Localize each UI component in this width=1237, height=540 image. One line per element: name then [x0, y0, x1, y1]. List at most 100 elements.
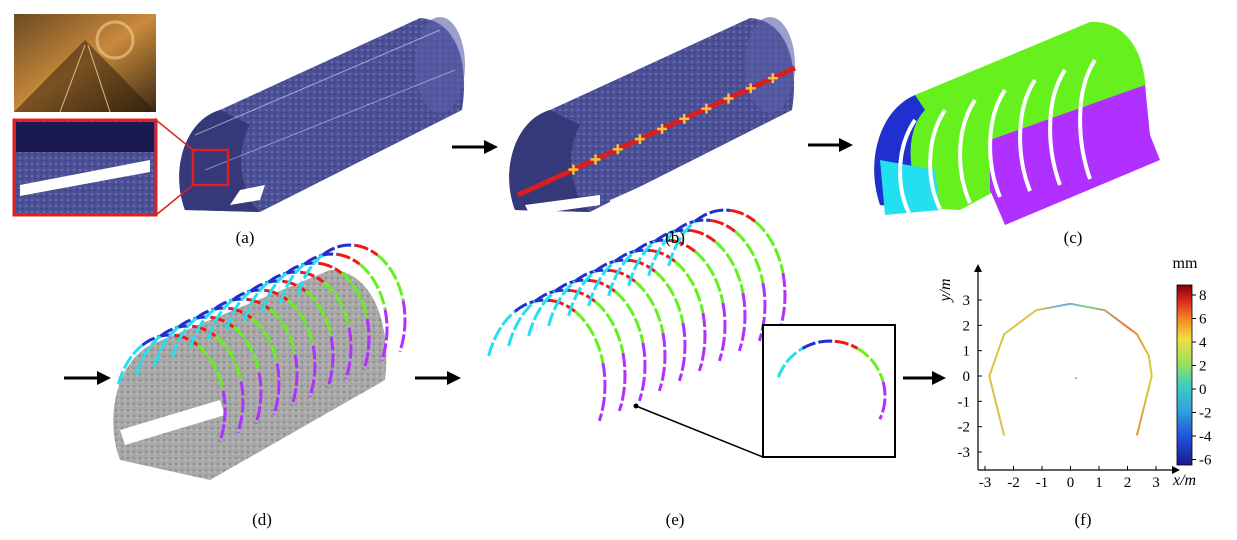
- axis-marker: [568, 164, 579, 175]
- ring-section: [674, 218, 711, 233]
- y-tick-label: -3: [958, 445, 971, 461]
- ring-section: [637, 342, 647, 402]
- inset-ring-arc: [834, 339, 859, 350]
- ring-section: [354, 243, 379, 257]
- ring-section: [336, 252, 361, 266]
- ring-gap: [898, 118, 917, 216]
- ring-section: [693, 250, 725, 304]
- x-tick-label: 3: [1152, 475, 1160, 491]
- ring-section: [554, 278, 591, 293]
- ring-section: [729, 208, 756, 223]
- arrow-into-d: [64, 371, 111, 385]
- ring-sections-e: [487, 208, 787, 422]
- ring-gap: [958, 98, 977, 204]
- x-tick-label: -1: [1036, 475, 1049, 491]
- ring-section: [617, 352, 627, 412]
- x-tick-label: 2: [1124, 475, 1132, 491]
- ring-section: [218, 390, 227, 443]
- ring-section: [593, 300, 625, 354]
- ring-section: [246, 297, 271, 311]
- ring-section: [633, 280, 665, 334]
- panel-label-b: (b): [665, 228, 685, 247]
- ring-section: [677, 322, 687, 382]
- ring-section: [282, 279, 307, 293]
- ring-section: [134, 334, 162, 376]
- colorbar-tick-label: -2: [1199, 406, 1212, 422]
- inset-ring-arc: [856, 347, 885, 383]
- ring-section: [286, 298, 315, 346]
- y-tick-label: -2: [958, 420, 971, 436]
- ring-section: [380, 309, 389, 362]
- panel-e: [487, 208, 896, 458]
- colorbar-tick-label: -4: [1199, 429, 1212, 445]
- ring-section: [174, 333, 199, 347]
- panel-label-f: (f): [1074, 510, 1092, 529]
- arrow-a-b: [452, 140, 498, 154]
- ring-section: [278, 262, 306, 304]
- ring-section: [597, 362, 607, 422]
- ring-section: [567, 270, 597, 317]
- colorbar-tick-label: -6: [1199, 453, 1212, 469]
- ring-section: [594, 258, 631, 273]
- ring-section: [116, 343, 144, 385]
- deformation-arc: [988, 302, 1153, 436]
- ring-gap: [988, 88, 1007, 198]
- ring-section: [647, 230, 677, 277]
- arrow-d-e: [415, 371, 461, 385]
- arrow-b-c: [808, 138, 853, 152]
- gray-tunnel-surface: [113, 270, 387, 480]
- ring-section: [224, 289, 252, 331]
- ring-section: [236, 381, 245, 434]
- ring-section: [717, 302, 727, 362]
- ring-gap: [1018, 78, 1037, 192]
- ring-section: [398, 300, 407, 353]
- ring-section: [228, 306, 253, 320]
- ring-section: [340, 271, 369, 319]
- colorbar: [1176, 284, 1193, 466]
- inset-ring: [776, 339, 887, 420]
- y-tick-label: 1: [963, 344, 971, 360]
- ring-gaps: [898, 58, 1097, 216]
- x-axis-label: x/m: [1172, 472, 1196, 489]
- ring-gap: [928, 108, 947, 210]
- colorbar-tick-label: 8: [1199, 288, 1207, 304]
- ring-section: [713, 240, 745, 294]
- panel-label-e: (e): [665, 510, 685, 529]
- ring-section: [757, 282, 767, 342]
- center-point: [1075, 377, 1077, 379]
- ring-gap: [1048, 68, 1067, 186]
- ring-section: [268, 307, 297, 355]
- segmented-tunnel: [874, 21, 1146, 211]
- ring-section: [673, 260, 705, 314]
- ring-section: [657, 332, 667, 392]
- ring-section: [304, 289, 333, 337]
- ring-section: [300, 270, 325, 284]
- y-tick-label: 0: [963, 369, 971, 385]
- axis-marker: [657, 123, 668, 134]
- ring-section: [669, 238, 696, 253]
- panel-label-c: (c): [1063, 228, 1083, 247]
- axis-marker: [745, 83, 756, 94]
- panel-c: [874, 21, 1160, 225]
- y-tick-label: -1: [958, 394, 971, 410]
- tunnel-point-cloud: [179, 18, 465, 212]
- ring-inset-box: [762, 324, 896, 458]
- ring-section: [689, 228, 716, 243]
- ring-section: [507, 300, 537, 347]
- ring-section: [308, 345, 317, 398]
- ring-section: [607, 250, 637, 297]
- ring-section: [321, 243, 355, 257]
- ring-section: [232, 325, 261, 373]
- ring-section: [344, 327, 353, 380]
- ring-section: [627, 240, 657, 287]
- inset-ring-arc: [801, 339, 835, 350]
- axis-marker: [701, 103, 712, 114]
- x-tick-label: 0: [1067, 475, 1075, 491]
- axis-marker: [634, 134, 645, 145]
- axis-marker: [590, 154, 601, 165]
- ring-section: [250, 316, 279, 364]
- ring-section: [694, 208, 731, 223]
- ring-section: [487, 310, 517, 357]
